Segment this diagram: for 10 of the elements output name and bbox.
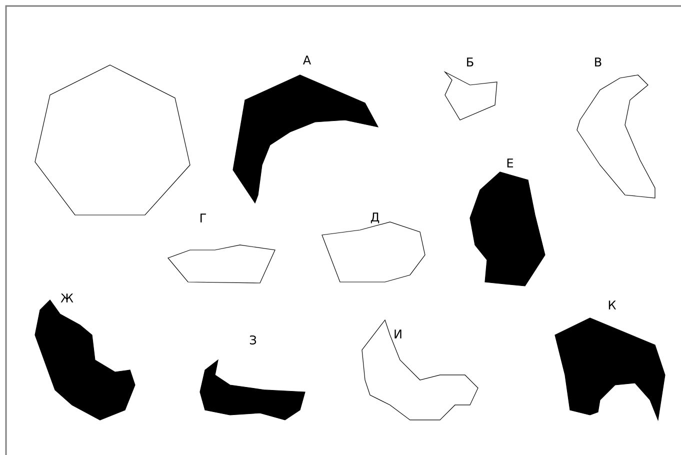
letter-label: И <box>394 330 402 338</box>
letter-label: Ж <box>60 294 74 302</box>
letter-label: З <box>250 335 256 345</box>
letter-label: К <box>608 300 616 310</box>
letter-label: Б <box>467 58 474 66</box>
letter-label: В <box>595 58 602 66</box>
letter-label: Д <box>370 212 380 224</box>
letter-label: А <box>303 56 311 64</box>
letter-label: Е <box>507 158 514 168</box>
letter-label: Г <box>200 214 206 222</box>
